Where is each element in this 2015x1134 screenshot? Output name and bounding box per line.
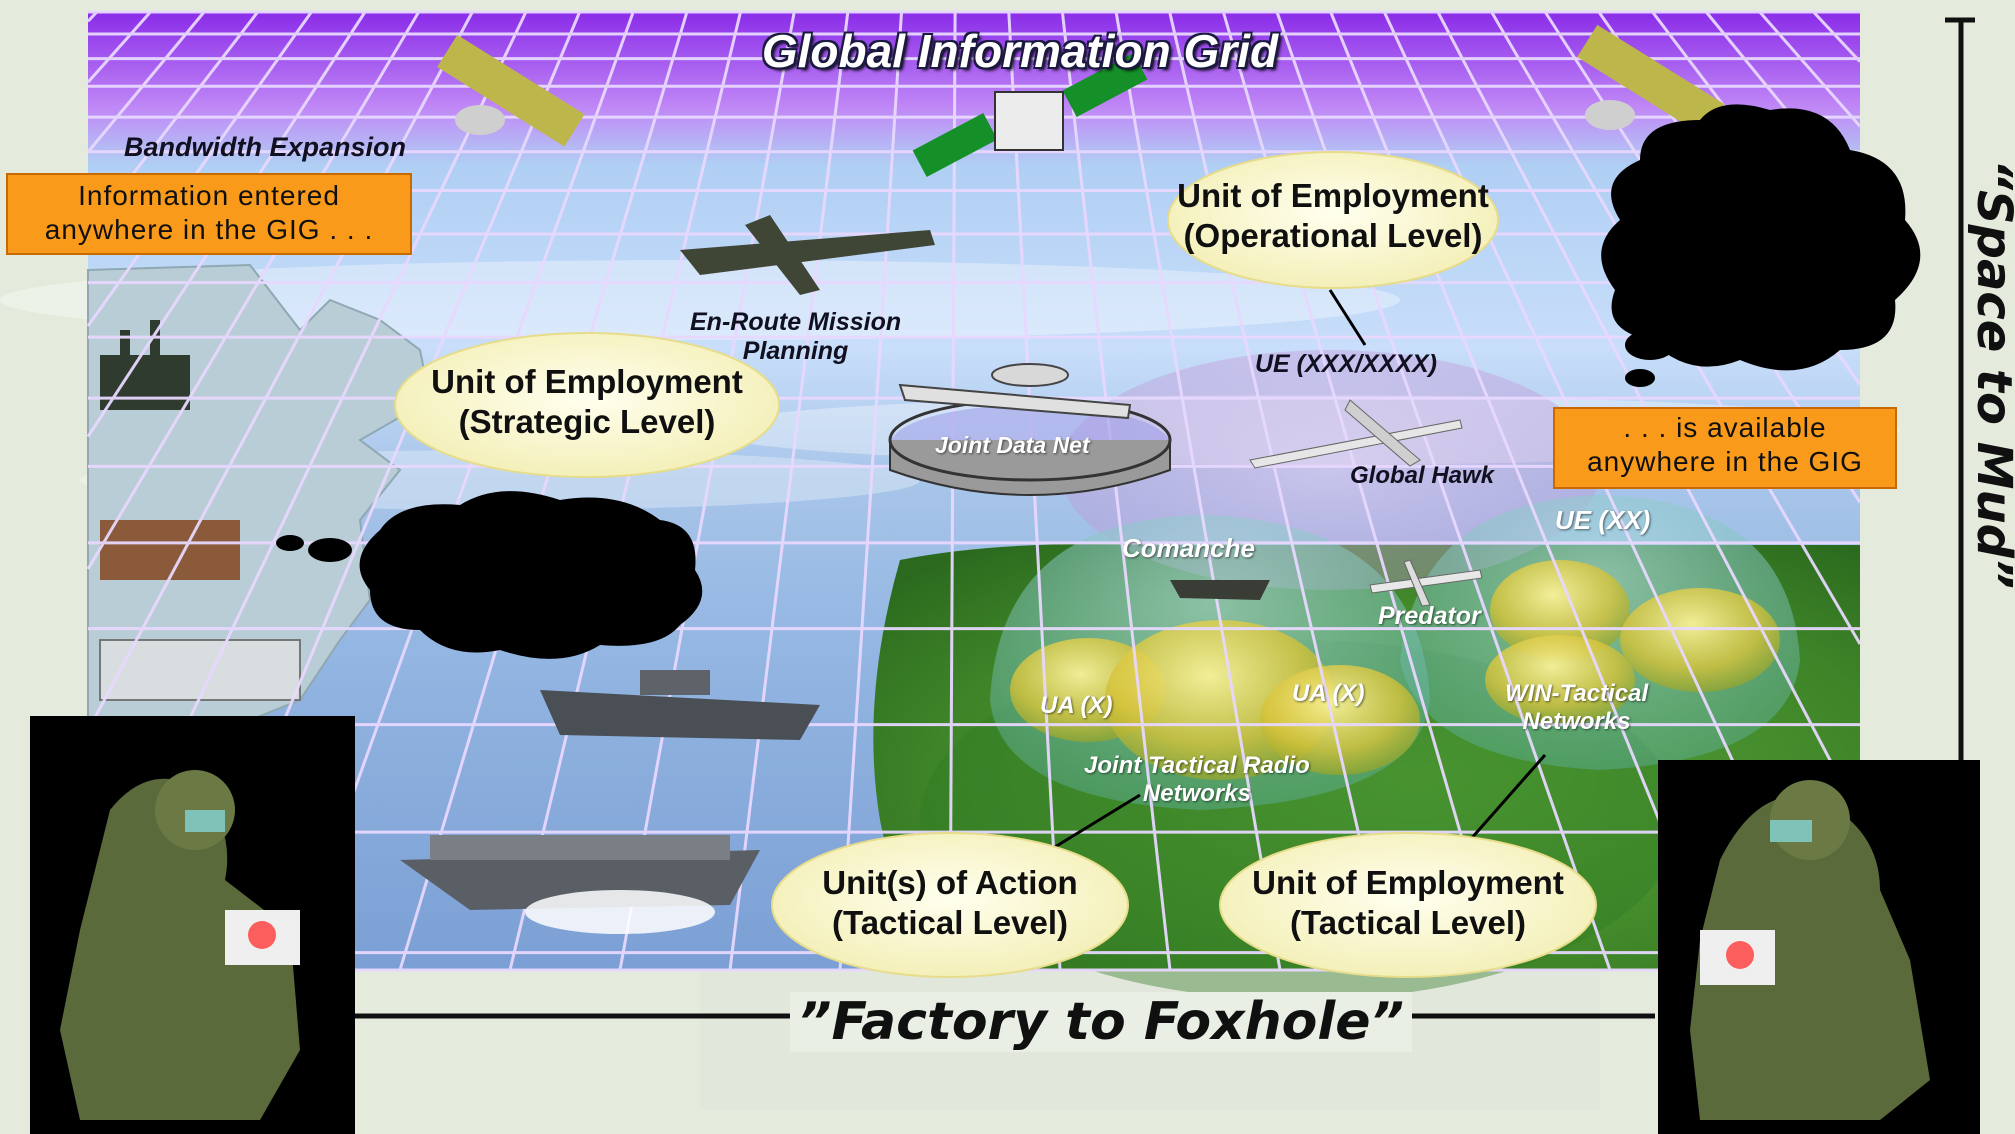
- grid-line: [86, 11, 474, 732]
- grid-line: [86, 10, 98, 23]
- callout-strategic-ellipse: [394, 332, 780, 478]
- comanche-icon: [1170, 580, 1270, 600]
- information-grid-lines: [86, 10, 1862, 972]
- grid-line: [508, 11, 742, 971]
- label-en-route-mission-planning: En-Route Mission Planning: [690, 308, 902, 365]
- grid-line: [1168, 11, 1392, 971]
- grid-line: [1812, 10, 1862, 63]
- label-joint-tactical-radio-networks: Joint Tactical Radio Networks: [1084, 752, 1310, 807]
- global-hawk-icon: [1249, 399, 1463, 469]
- predator-icon: [1369, 559, 1483, 607]
- label-win-tactical-networks: WIN-Tactical Networks: [1505, 680, 1649, 735]
- grid-line: [948, 11, 957, 971]
- connector-lines: [1049, 289, 1547, 852]
- aircraft-carrier: [400, 835, 760, 934]
- info-entered-box: Information entered anywhere in the GIG …: [6, 173, 412, 255]
- grid-line: [86, 11, 313, 327]
- label-global-hawk: Global Hawk: [1350, 462, 1495, 489]
- label-comanche: Comanche: [1122, 533, 1255, 563]
- callout-tactical-ellipse: [1219, 832, 1597, 978]
- grid-line: [86, 11, 206, 153]
- grid-line: [86, 11, 152, 84]
- label-ue-xxx-xxxx: UE (XXX/XXXX): [1255, 350, 1437, 378]
- destroyer-ship: [540, 670, 820, 740]
- label-ue-xx: UE (XX): [1555, 505, 1651, 535]
- callout-strategic-level: Unit of Employment (Strategic Level): [431, 363, 743, 441]
- label-bandwidth-expansion: Bandwidth Expansion: [124, 132, 407, 162]
- diagram-title: Global Information Grid: [761, 25, 1279, 77]
- callout-tactical-level: Unit of Employment (Tactical Level): [1252, 864, 1564, 942]
- soldier-left-image: [30, 716, 355, 1134]
- awacs-aircraft-icon: [898, 363, 1132, 420]
- grid-line: [1114, 11, 1282, 971]
- label-predator: Predator: [1378, 602, 1481, 630]
- space-to-mud-text: “Space to Mud”: [1966, 88, 2015, 660]
- tactical-domes: [990, 495, 1800, 810]
- grid-line: [398, 11, 689, 971]
- satellite-icon: [912, 52, 1148, 178]
- callout-operational-ellipse: [1167, 151, 1499, 289]
- label-ua-x-left: UA (X): [1040, 692, 1113, 719]
- callout-action-ellipse: [771, 832, 1129, 978]
- label-ua-x-right: UA (X): [1292, 680, 1365, 707]
- callout-operational-level: Unit of Employment (Operational Level): [1177, 177, 1489, 255]
- factory-to-foxhole-caption: ”Factory to Foxhole”: [790, 992, 1412, 1052]
- satellite-left-icon: [437, 34, 585, 147]
- grid-line: [838, 11, 903, 971]
- grid-line: [1758, 11, 1862, 128]
- callout-units-of-action: Unit(s) of Action (Tactical Level): [822, 864, 1078, 942]
- soldier-right-image: [1658, 760, 1980, 1134]
- info-available-box: . . . is available anywhere in the GIG: [1553, 407, 1897, 489]
- satellite-right-icon: [1577, 24, 1725, 137]
- joint-data-net-ring: [888, 398, 1172, 496]
- grid-line: [728, 11, 850, 971]
- label-joint-data-net: Joint Data Net: [935, 432, 1090, 458]
- thought-cloud-right: [1601, 104, 1921, 387]
- grid-line: [86, 11, 420, 570]
- grid-line: [618, 11, 796, 971]
- thought-cloud-left: [276, 491, 703, 659]
- grid-line: [1060, 11, 1172, 971]
- c130-aircraft-icon: [680, 215, 935, 295]
